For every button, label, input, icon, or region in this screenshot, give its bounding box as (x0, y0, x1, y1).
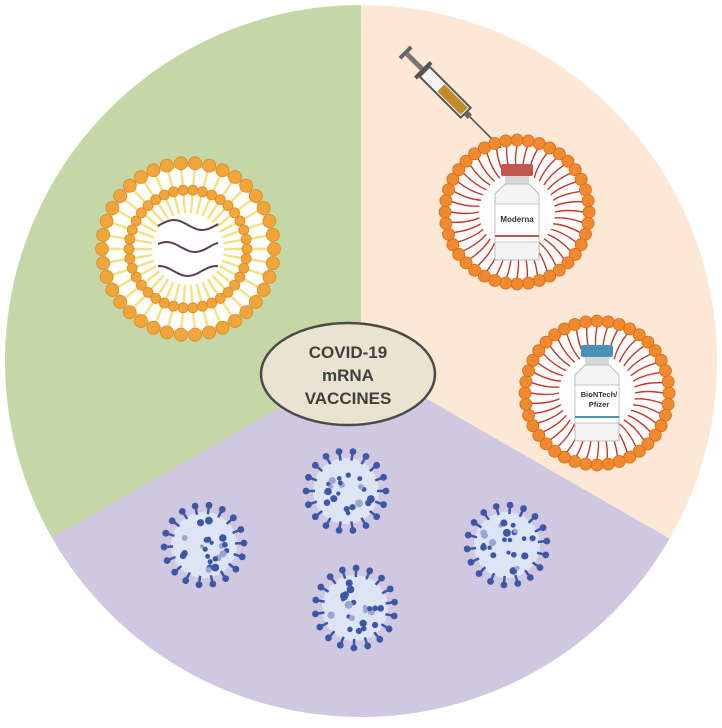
lipid-nanoparticle-icon (96, 157, 281, 341)
center-label-line-2: mRNA (322, 366, 374, 385)
center-label-line-1: COVID-19 (309, 343, 387, 362)
moderna-vial-icon: Moderna (500, 215, 534, 224)
moderna-vial-label: Moderna (500, 215, 534, 224)
center-label-line-3: VACCINES (305, 389, 392, 408)
pfizer-vial-label-line-1: BioNTech/ (581, 390, 618, 399)
center-label: COVID-19 mRNA VACCINES (261, 323, 435, 425)
pfizer-vial-label-line-2: Pfizer (589, 400, 610, 409)
moderna-vaccine-particle (439, 134, 595, 290)
